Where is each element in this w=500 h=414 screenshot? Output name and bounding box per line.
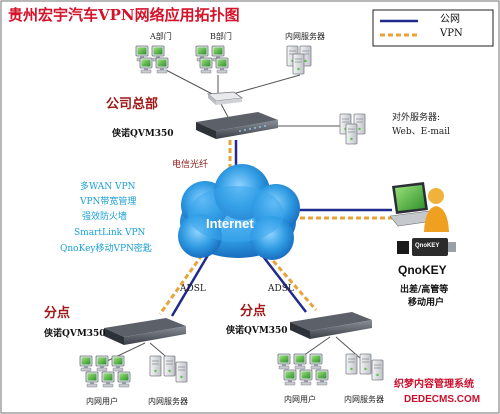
qnokey-label: QnoKEY [398, 263, 447, 277]
legend-vpn-label: VPN [440, 28, 463, 39]
feature-1: 多WAN VPN [80, 182, 136, 192]
feature-3: 强效防火墙 [82, 212, 128, 222]
mobile-user-icon [424, 188, 449, 232]
legend-public-label: 公网 [440, 14, 460, 25]
left-branch-link-label: ADSL [180, 284, 206, 294]
hq-device-label: 侠诺QVM350 [112, 129, 174, 139]
left-branch-name: 分点 [44, 306, 71, 321]
feature-4: SmartLink VPN [74, 228, 146, 238]
watermark-line-2: DEDECMS.COM [404, 394, 481, 405]
hq-dept-a-label: A部门 [150, 32, 172, 41]
hq-dept-b-label: B部门 [210, 32, 232, 41]
right-branch-name: 分点 [240, 304, 267, 319]
legend-box [372, 9, 494, 47]
right-branch-users-label: 内网用户 [284, 395, 316, 404]
left-branch-router [104, 318, 186, 345]
feature-2: VPN带宽管理 [80, 197, 137, 207]
right-branch-link-label: ADSL [268, 284, 294, 294]
hq-server-label: 内网服务器 [285, 32, 325, 41]
internet-cloud [178, 164, 300, 260]
feature-5: QnoKey移动VPN密匙 [60, 244, 152, 254]
right-branch-device: 侠诺QVM350 [226, 326, 288, 336]
mobile-user-caption-2: 移动用户 [408, 298, 445, 308]
hq-switch [207, 91, 244, 105]
hq-external-label: 对外服务器: [392, 113, 441, 123]
hq-router [196, 112, 278, 139]
qnokey-device-icon [397, 238, 456, 256]
internet-label: Internet [206, 216, 254, 231]
hq-external-detail: Web、E-mail [392, 127, 451, 137]
diagram-title: 贵州宏宇汽车VPN网络应用拓扑图 [8, 6, 240, 24]
right-branch-router [290, 312, 372, 339]
qnokey-brand: QnoKEY [415, 243, 440, 249]
hq-name: 公司总部 [106, 97, 159, 112]
left-branch-device: 侠诺QVM350 [44, 329, 106, 339]
left-branch-users-label: 内网用户 [86, 397, 118, 406]
watermark-line-1: 织梦内容管理系统 [394, 379, 474, 390]
mobile-user-caption-1: 出差/高管等 [400, 285, 449, 295]
right-branch-servers-label: 内网服务器 [344, 395, 384, 404]
hq-link-label: 电信光纤 [172, 160, 209, 170]
left-branch-servers-label: 内网服务器 [148, 397, 188, 406]
